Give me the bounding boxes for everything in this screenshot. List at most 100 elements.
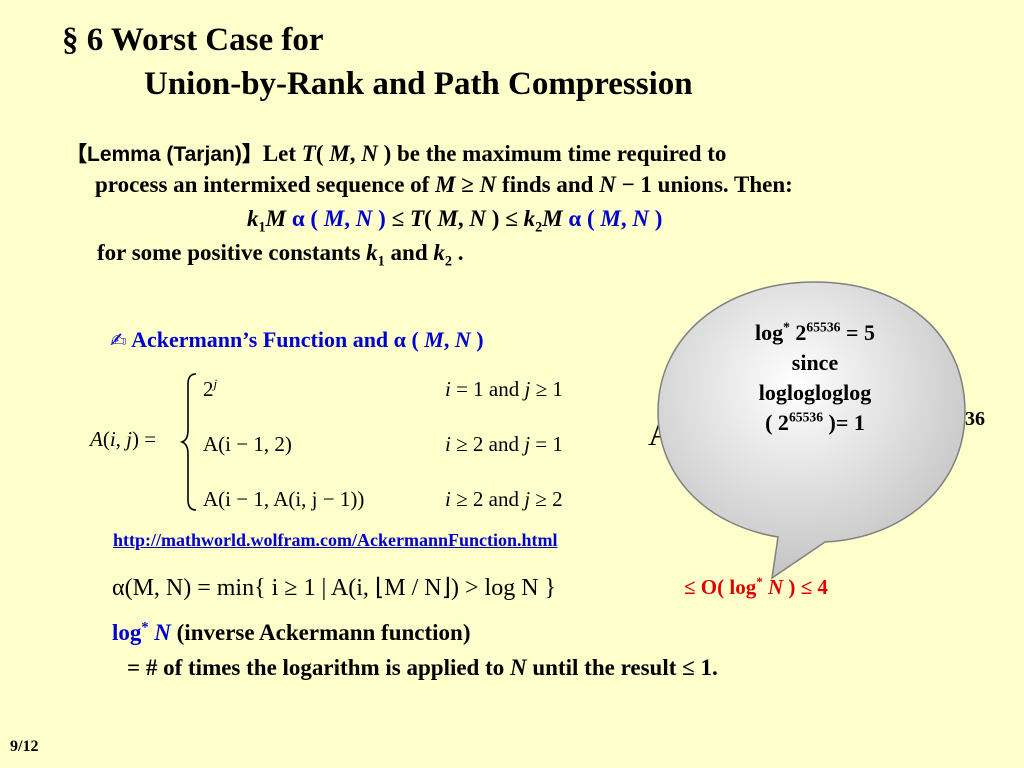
superscript: *	[756, 574, 763, 589]
var-n: N	[767, 575, 784, 599]
alpha-definition: α(M, N) = min{ i ≥ 1 | A(i, ⌊M / N⌋) > l…	[112, 573, 556, 602]
lemma-var-n: N	[479, 172, 497, 197]
ackermann-cases: 2j i = 1 and j ≥ 1 A( i − 1, 2) i ≥ 2 and…	[203, 362, 563, 527]
var-j: j	[524, 432, 531, 456]
alpha-text: )	[648, 206, 663, 231]
var-i: i	[445, 377, 451, 401]
superscript: 65536	[806, 319, 841, 335]
leq: ≤	[385, 206, 410, 231]
lemma-text: ,	[349, 141, 362, 166]
var-n: N	[632, 206, 649, 231]
lemma-text: − 1 unions. Then:	[615, 172, 793, 197]
var-j: j	[524, 377, 531, 401]
lemma-var-t: T	[301, 141, 316, 166]
var-n: N	[355, 206, 373, 231]
lemma-var-n: N	[361, 141, 378, 166]
callout-bubble	[657, 281, 966, 580]
case-condition: ≥ 2 and	[450, 432, 525, 456]
callout-line: ( 265536 )= 1	[675, 408, 955, 438]
var-i: i	[445, 487, 451, 511]
superscript: *	[783, 319, 790, 335]
logstar-text: until the result ≤ 1.	[526, 655, 718, 680]
lemma-line-2: process an intermixed sequence of M ≥ N …	[95, 172, 793, 198]
var-m: M	[600, 206, 621, 231]
callout-text: log* 265536 = 5 since loglogloglog ( 265…	[675, 318, 955, 438]
heading-text: Ackermann’s Function and	[131, 327, 394, 352]
var-t: T	[409, 206, 425, 231]
alpha-text: α (	[562, 206, 601, 231]
callout-text-part: = 5	[840, 320, 876, 345]
paren: (	[424, 206, 438, 231]
case-condition: = 1 and	[450, 377, 525, 401]
callout-text-part: ( 2	[765, 410, 789, 435]
alpha-symbol: α	[393, 327, 406, 352]
callout-text-part: log	[754, 320, 784, 345]
var-k: k	[366, 240, 378, 265]
lemma-text: finds and	[496, 172, 600, 197]
subscript: 2	[444, 253, 453, 270]
var-i: i	[445, 432, 451, 456]
paren: )	[486, 206, 500, 231]
mathworld-link[interactable]: http://mathworld.wolfram.com/AckermannFu…	[113, 530, 558, 550]
var-n: N	[510, 655, 527, 680]
case-condition: ≥ 1	[530, 377, 563, 401]
ackermann-heading: ✍ Ackermann’s Function and α ( M, N )	[110, 327, 484, 353]
case-condition: ≥ 2 and	[450, 487, 525, 511]
var-n: N	[454, 327, 471, 352]
superscript: 65536	[788, 409, 823, 425]
case-value: A(	[203, 487, 226, 511]
case-value: i − 1, 2)	[225, 432, 292, 456]
callout-line: log* 265536 = 5	[675, 318, 955, 348]
var-n: N	[469, 206, 487, 231]
case-sup: j	[213, 376, 218, 391]
lemma-text: Let	[262, 141, 302, 166]
constants-line: for some positive constants k1 and k2 .	[97, 240, 464, 269]
ackermann-lhs: A(i, j) =	[90, 427, 156, 452]
case-condition: ≥ 2	[530, 487, 563, 511]
alpha-formula: α(M, N) = min{ i ≥ 1 | A(i, ⌊M / N⌋) > l…	[112, 575, 557, 601]
lemma-text: ) be the maximum time required to	[377, 141, 727, 166]
logstar-text: log	[112, 620, 142, 645]
constants-text: for some positive constants	[97, 240, 367, 265]
callout-line: loglogloglog	[758, 380, 872, 405]
alpha-bound-text: ) ≤ 4	[783, 575, 828, 599]
var-i: i	[109, 427, 116, 451]
slide-title: § 6 Worst Case for Union-by-Rank and Pat…	[62, 18, 693, 106]
constants-text: and	[384, 240, 434, 265]
case-value: i − 1, A(i, j − 1))	[225, 487, 365, 511]
heading-text: ,	[443, 327, 455, 352]
alpha-bound: ≤ O( log* N ) ≤ 4	[684, 575, 828, 600]
mathworld-link-wrapper: http://mathworld.wolfram.com/AckermannFu…	[113, 530, 557, 551]
superscript: *	[141, 619, 149, 636]
lemma-text: ≥	[455, 172, 480, 197]
paren: ) =	[132, 427, 157, 451]
var-k: k	[247, 206, 259, 231]
alpha-bound-text: ≤ O( log	[684, 575, 757, 599]
var-a: A	[90, 427, 103, 451]
callout-text-part: 2	[789, 320, 807, 345]
callout-text-part: )= 1	[823, 410, 865, 435]
subscript: 2	[535, 219, 543, 236]
heading-text: )	[470, 327, 484, 352]
heading-text: (	[405, 327, 425, 352]
page-number: 9/12	[10, 738, 39, 755]
lemma-bound-formula: k1M α ( M, N ) ≤ T( M, N ) ≤ k2M α ( M, …	[247, 206, 663, 235]
case-row: 2j i = 1 and j ≥ 1	[203, 362, 563, 417]
var-k: k	[433, 240, 445, 265]
var-j: j	[126, 427, 133, 451]
lemma-line-1: 【Lemma (Tarjan)】Let T( M, N ) be the max…	[66, 138, 726, 168]
lemma-var-m: M	[435, 172, 456, 197]
alpha-text: ,	[344, 206, 356, 231]
var-j: j	[524, 487, 531, 511]
logstar-description: (inverse Ackermann function)	[170, 620, 471, 645]
left-brace	[180, 373, 197, 511]
var-n: N	[148, 620, 171, 645]
var-k: k	[523, 206, 536, 231]
var-m: M	[542, 206, 563, 231]
var-m: M	[437, 206, 458, 231]
alpha-text: )	[372, 206, 386, 231]
var-m: M	[265, 206, 287, 231]
leq: ≤	[499, 206, 524, 231]
case-row: A(i − 1, A(i, j − 1)) i ≥ 2 and j ≥ 2	[203, 472, 563, 527]
lemma-var-m: M	[329, 141, 350, 166]
